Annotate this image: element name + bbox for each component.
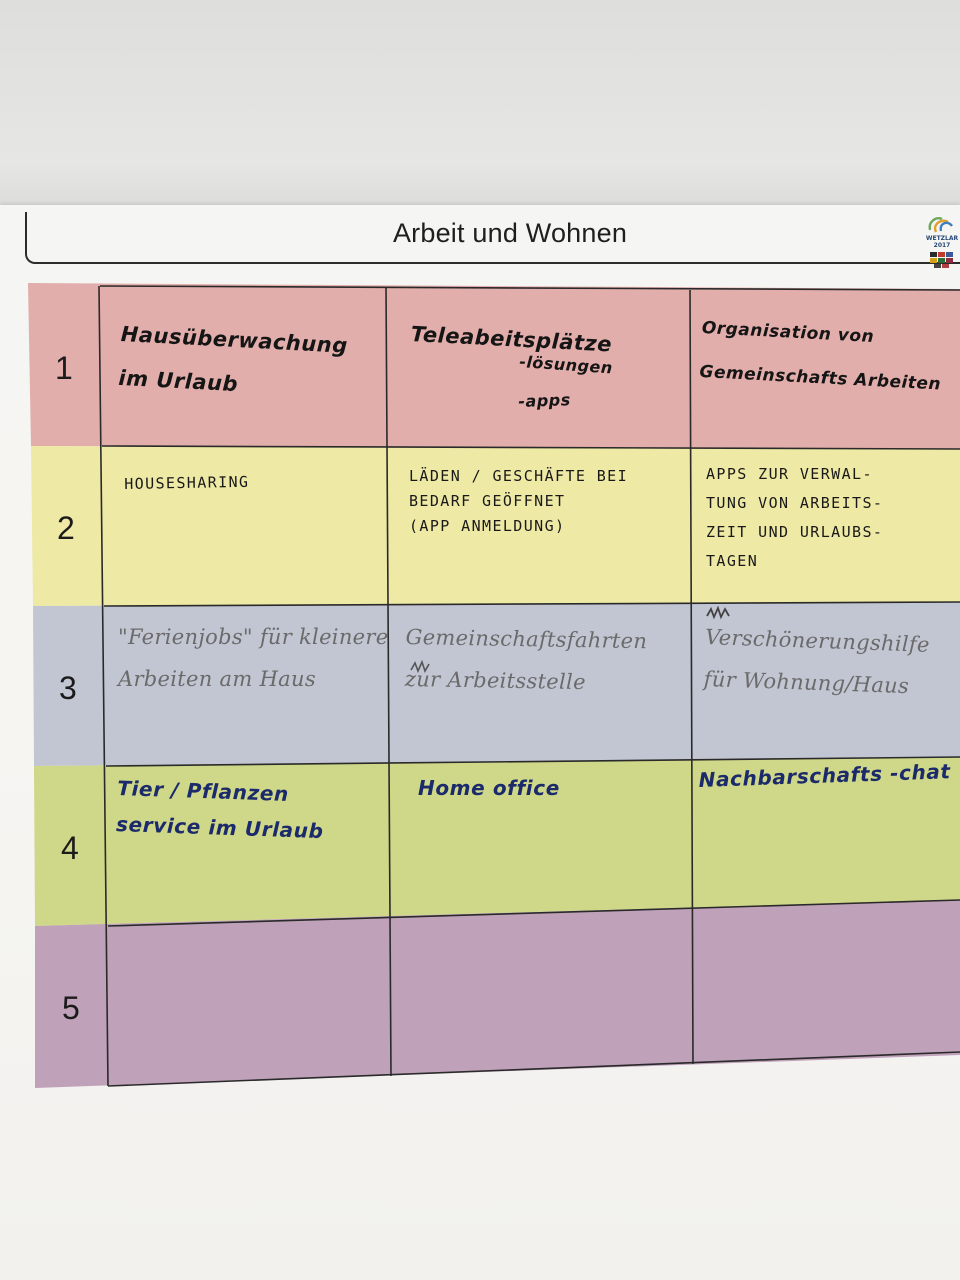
cell-r2-c2: LÄDEN / GESCHÄFTE BEI BEDARF GEÖFFNET (A…: [409, 467, 629, 535]
column-dividers: [98, 285, 694, 1087]
cell-r1-c1: Hausüberwachung im Urlaub: [117, 321, 349, 397]
logo-rings-icon: [928, 217, 953, 233]
row-1-fill: [28, 283, 960, 449]
row-dividers: [99, 285, 960, 1087]
title-frame: [25, 212, 960, 264]
row-5-fill: [35, 900, 960, 1088]
cell-r3-c3: Verschönerungshilfe für Wohnung/Haus: [703, 624, 931, 699]
logo-wordmark: WETZLAR 2017: [925, 235, 959, 249]
row-number-1: 1: [55, 350, 73, 386]
cell-r4-c2: Home office: [418, 776, 560, 800]
logo-flags-icon: [930, 252, 953, 268]
row-number-4: 4: [61, 830, 79, 866]
scribble-mark-1: [410, 660, 430, 674]
cell-r2-c1: HOUSESHARING: [124, 472, 250, 493]
event-logo: WETZLAR 2017: [924, 212, 958, 274]
cell-r3-c2: Gemeinschaftsfahrten zur Arbeitsstelle: [404, 624, 648, 695]
cell-r2-c3: APPS ZUR VERWAL- TUNG VON ARBEITS- ZEIT …: [706, 465, 884, 570]
row-3-fill: [33, 602, 960, 766]
background-surface: [0, 0, 960, 205]
row-number-3: 3: [59, 670, 77, 706]
row-4-fill: [34, 757, 960, 926]
cell-r4-c1: Tier / Pflanzen service im Urlaub: [115, 775, 324, 844]
cell-r3-c1: "Ferienjobs" für kleinere Arbeiten am Ha…: [118, 625, 389, 691]
row-2-fill: [31, 446, 960, 606]
poster-title: Arbeit und Wohnen: [392, 218, 628, 248]
row-number-2: 2: [57, 510, 75, 546]
cell-r1-c3: Organisation von Gemeinschafts Arbeiten: [699, 317, 942, 395]
row-number-5: 5: [62, 990, 80, 1026]
scribble-mark-2: [706, 606, 730, 620]
cell-r1-c2-sub-2: -apps: [518, 390, 572, 411]
